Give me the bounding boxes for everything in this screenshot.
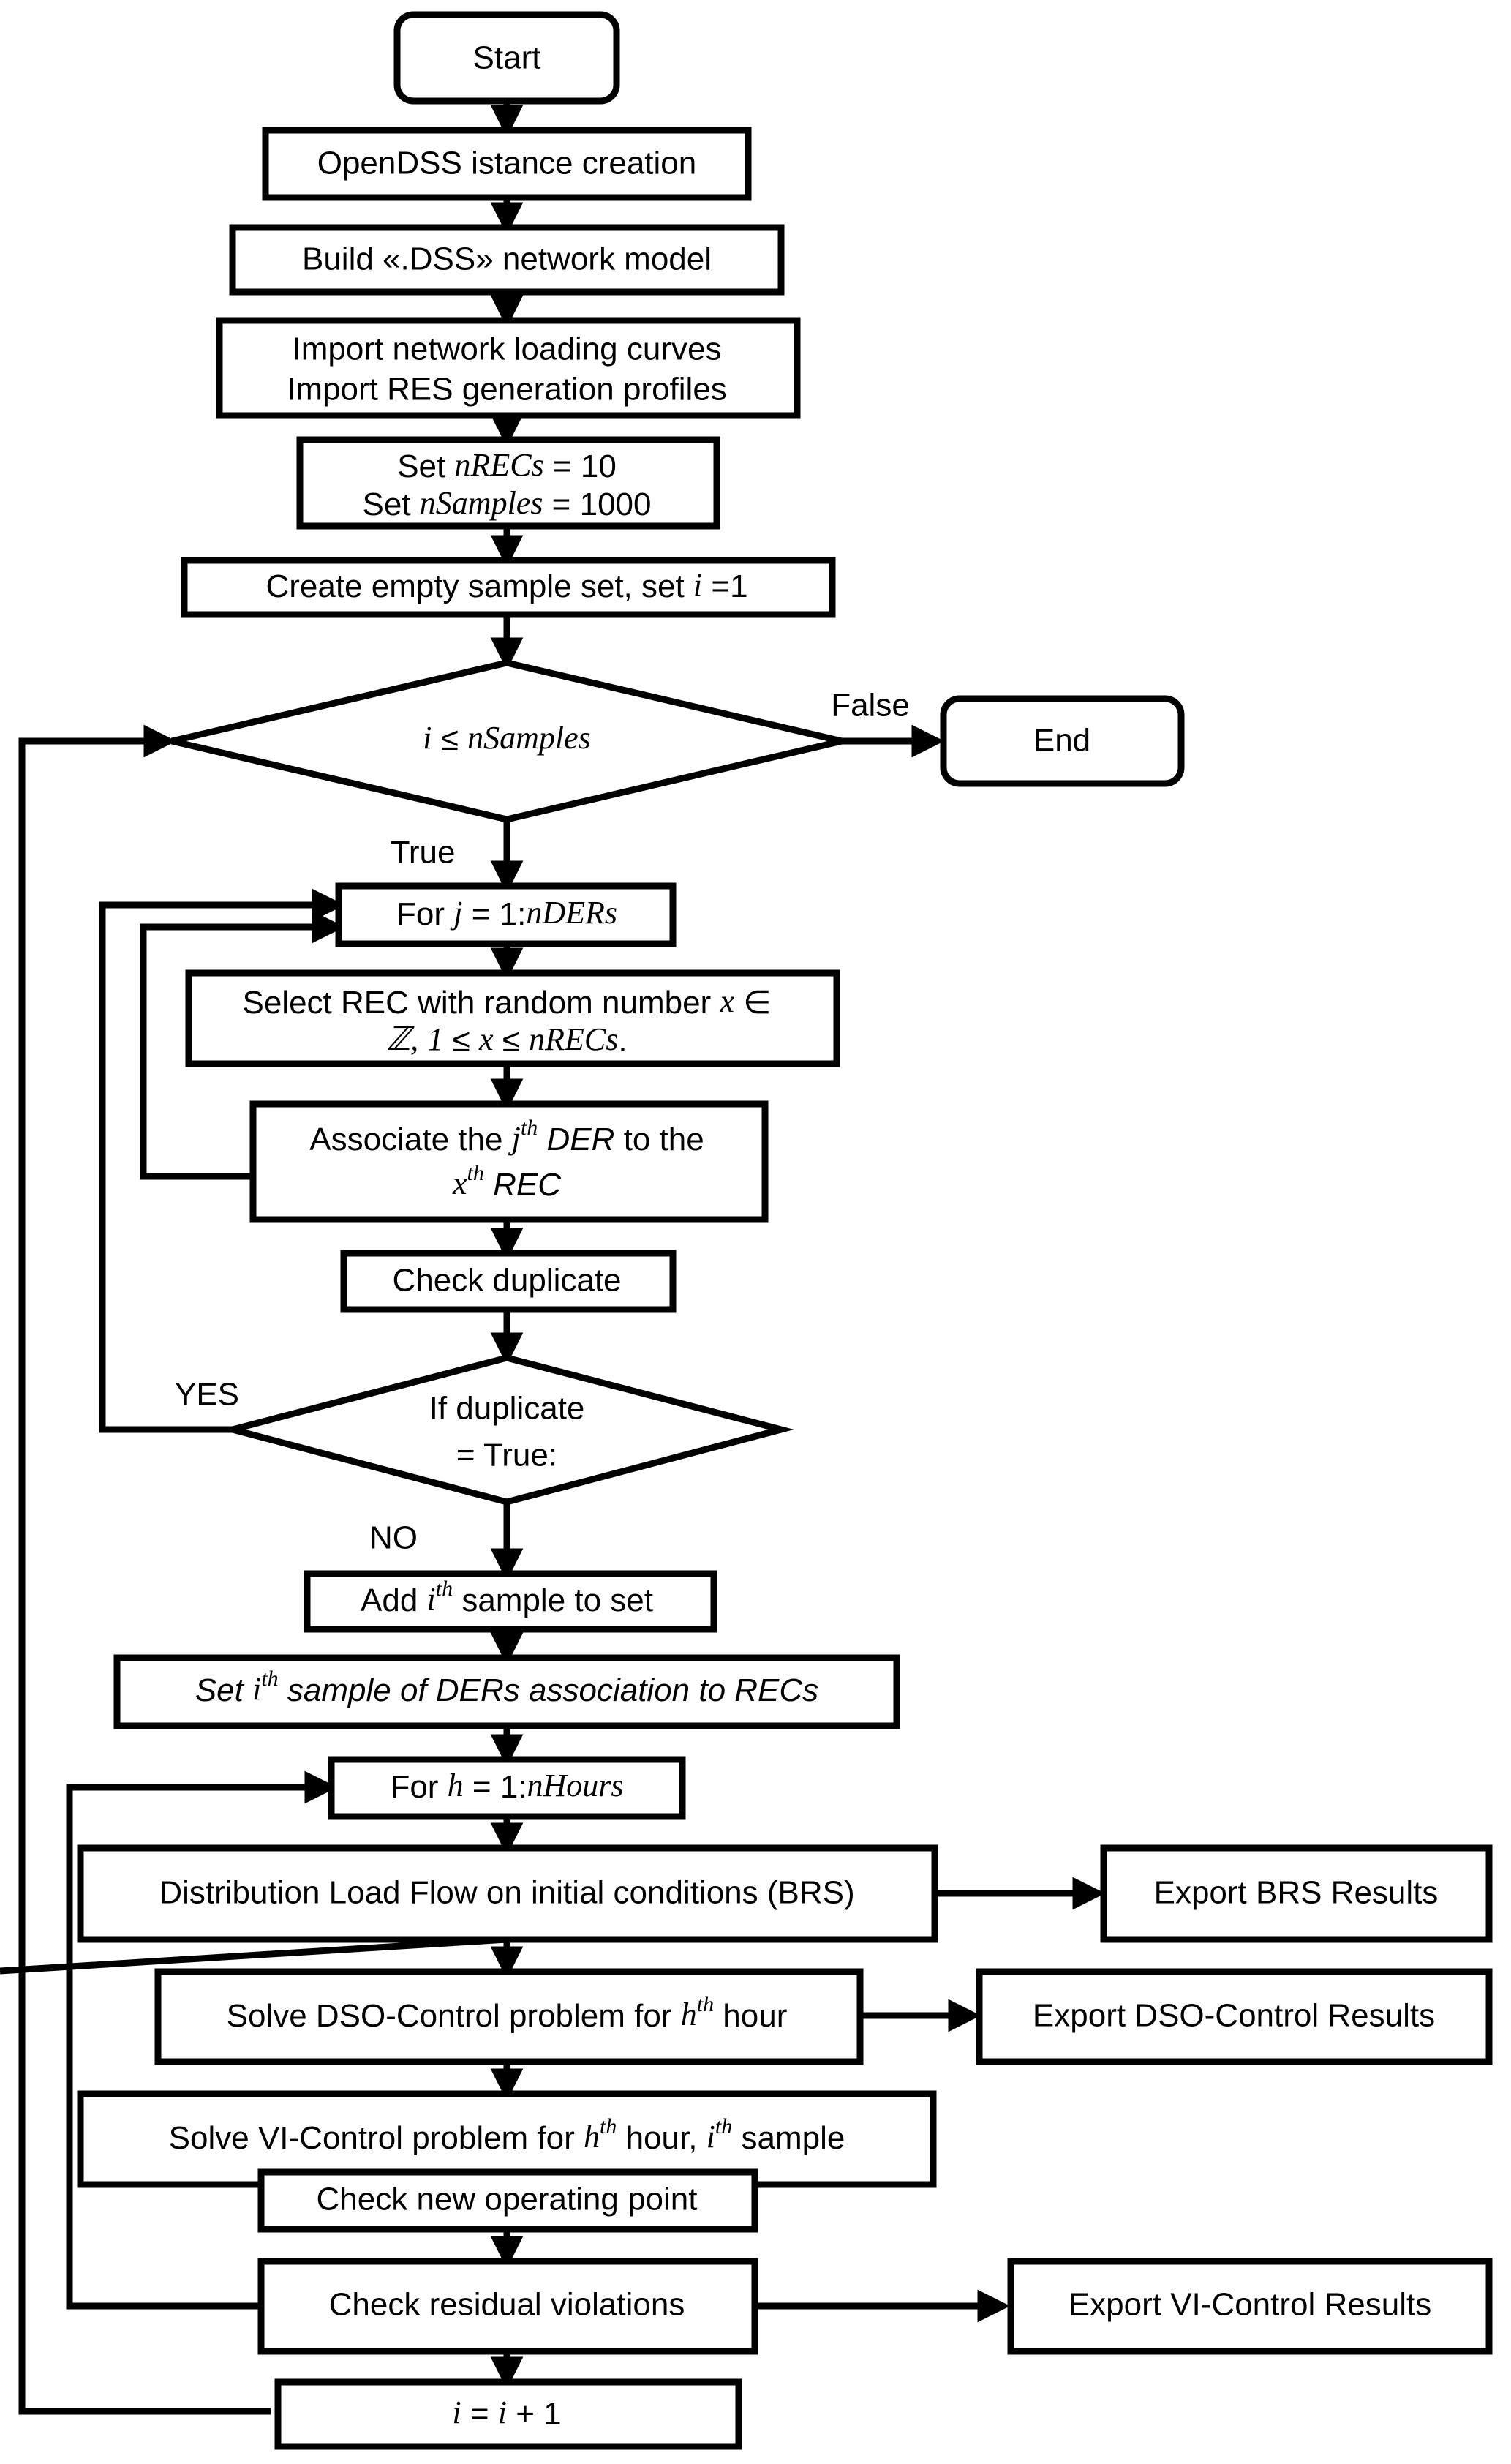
export-vi-box-shape — [1007, 2258, 1493, 2355]
export-dso-label: Export DSO-Control Results — [1033, 1998, 1435, 2034]
export-brs-label: Export BRS Results — [1154, 1875, 1439, 1911]
decision-duplicate-line2: = True: — [456, 1438, 557, 1473]
dist-load-flow-label: Distribution Load Flow on initial condit… — [159, 1875, 854, 1911]
node-opendss-instance[interactable]: OpenDSS istance creation — [262, 127, 752, 201]
export-dso-box-shape — [976, 1968, 1493, 2065]
edge-checkres-loopback-to-forh — [66, 1770, 338, 2310]
set-sample-box-shape — [113, 1654, 900, 1729]
build-model-box-shape — [229, 224, 785, 296]
connectors — [0, 102, 1106, 2415]
import-line1: Import network loading curves — [293, 331, 722, 367]
node-import-profiles[interactable]: Import network loading curves Import RES… — [216, 317, 801, 419]
associate-line2: xth REC — [452, 1161, 562, 1203]
node-start[interactable]: Start — [393, 11, 620, 105]
select-rec-box-shape — [185, 969, 840, 1067]
decision-samples-label: i ≤ nSamples — [423, 720, 591, 757]
solve-dso-box-shape — [154, 1968, 864, 2065]
node-export-vi[interactable]: Export VI-Control Results — [1007, 2258, 1493, 2355]
decision-duplicate-line1: If duplicate — [429, 1391, 585, 1427]
edge-associate-loopback-to-forj — [140, 910, 345, 1180]
dist-load-flow-box-shape — [77, 1844, 938, 1943]
decision-duplicate-shape — [219, 1354, 794, 1506]
node-solve-vi-control[interactable]: Solve VI-Control problem for hth hour, i… — [77, 2090, 937, 2188]
check-op-point-label: Check new operating point — [317, 2182, 698, 2217]
increment-label: i = i + 1 — [452, 2394, 561, 2432]
create-set-box-shape — [181, 557, 836, 618]
node-export-brs[interactable]: Export BRS Results — [1100, 1844, 1493, 1943]
select-rec-line2: ℤ, 1 ≤ x ≤ nRECs. — [386, 1021, 627, 1059]
end-terminator-shape — [940, 695, 1185, 787]
increment-box-shape — [274, 2378, 742, 2450]
decision-samples-shape — [170, 659, 843, 823]
add-sample-label: Add ith sample to set — [361, 1577, 653, 1618]
start-label: Start — [473, 40, 541, 76]
node-set-sample-association[interactable]: Set ith sample of DERs association to RE… — [113, 1654, 900, 1729]
node-increment-counter[interactable]: i = i + 1 — [274, 2378, 742, 2450]
edge-label-no: NO — [369, 1520, 418, 1556]
node-select-rec[interactable]: Select REC with random number x ∈ ℤ, 1 ≤… — [185, 969, 840, 1067]
for-h-label: For h = 1:nHours — [390, 1768, 623, 1805]
node-export-dso[interactable]: Export DSO-Control Results — [976, 1968, 1493, 2065]
node-end[interactable]: End — [940, 695, 1185, 787]
opendss-label: OpenDSS istance creation — [317, 146, 697, 181]
node-solve-dso-control[interactable]: Solve DSO-Control problem for hth hour — [154, 1968, 864, 2065]
solve-dso-label: Solve DSO-Control problem for hth hour — [227, 1992, 788, 2034]
check-op-point-box-shape — [257, 2168, 758, 2233]
check-duplicate-box-shape — [340, 1250, 677, 1313]
for-j-label: For j = 1:nDERs — [396, 895, 617, 932]
node-for-h-loop[interactable]: For h = 1:nHours — [328, 1756, 686, 1820]
node-check-duplicate[interactable]: Check duplicate — [340, 1250, 677, 1313]
set-params-box-shape — [296, 436, 720, 530]
node-distribution-load-flow[interactable]: Distribution Load Flow on initial condit… — [77, 1844, 938, 1943]
end-label: End — [1033, 723, 1090, 759]
node-set-parameters[interactable]: Set nRECs = 10 Set nSamples = 1000 — [296, 436, 720, 530]
check-duplicate-label: Check duplicate — [392, 1263, 621, 1299]
set-params-line2: Set nSamples = 1000 — [363, 485, 652, 522]
node-decision-duplicate[interactable]: If duplicate = True: — [219, 1354, 794, 1506]
import-line2: Import RES generation profiles — [287, 372, 727, 407]
set-params-line1: Set nRECs = 10 — [397, 447, 617, 484]
node-for-j-loop[interactable]: For j = 1:nDERs — [335, 882, 677, 947]
export-brs-box-shape — [1100, 1844, 1493, 1943]
associate-box-shape — [249, 1100, 769, 1223]
edge-label-false: False — [831, 688, 910, 724]
check-residual-label: Check residual violations — [329, 2287, 685, 2323]
edge-label-yes: YES — [175, 1377, 239, 1413]
for-h-box-shape — [328, 1756, 686, 1820]
node-build-model[interactable]: Build «.DSS» network model — [229, 224, 785, 296]
import-box-shape — [216, 317, 801, 419]
select-rec-line1: Select REC with random number x ∈ — [242, 983, 771, 1021]
for-j-box-shape — [335, 882, 677, 947]
build-model-label: Build «.DSS» network model — [302, 241, 712, 277]
associate-line1: Associate the jth DER to the — [309, 1116, 704, 1157]
solve-vi-label: Solve VI-Control problem for hth hour, i… — [169, 2114, 845, 2156]
edge-increment-loopback-to-decision — [18, 724, 271, 2415]
node-check-operating-point[interactable]: Check new operating point — [257, 2168, 758, 2233]
add-sample-box-shape — [304, 1570, 717, 1633]
node-check-residual-violations[interactable]: Check residual violations — [257, 2258, 758, 2355]
node-decision-samples[interactable]: i ≤ nSamples — [170, 659, 843, 823]
node-associate-der-rec[interactable]: Associate the jth DER to the xth REC — [249, 1100, 769, 1223]
node-add-sample[interactable]: Add ith sample to set — [304, 1570, 717, 1633]
create-set-label: Create empty sample set, set i =1 — [265, 567, 747, 604]
edge-label-true: True — [391, 835, 456, 871]
check-residual-box-shape — [257, 2258, 758, 2355]
node-create-sample-set[interactable]: Create empty sample set, set i =1 — [181, 557, 836, 618]
opendss-box-shape — [262, 127, 752, 201]
export-vi-label: Export VI-Control Results — [1069, 2287, 1431, 2323]
start-terminator-shape — [393, 11, 620, 105]
set-sample-label: Set ith sample of DERs association to RE… — [195, 1667, 818, 1708]
